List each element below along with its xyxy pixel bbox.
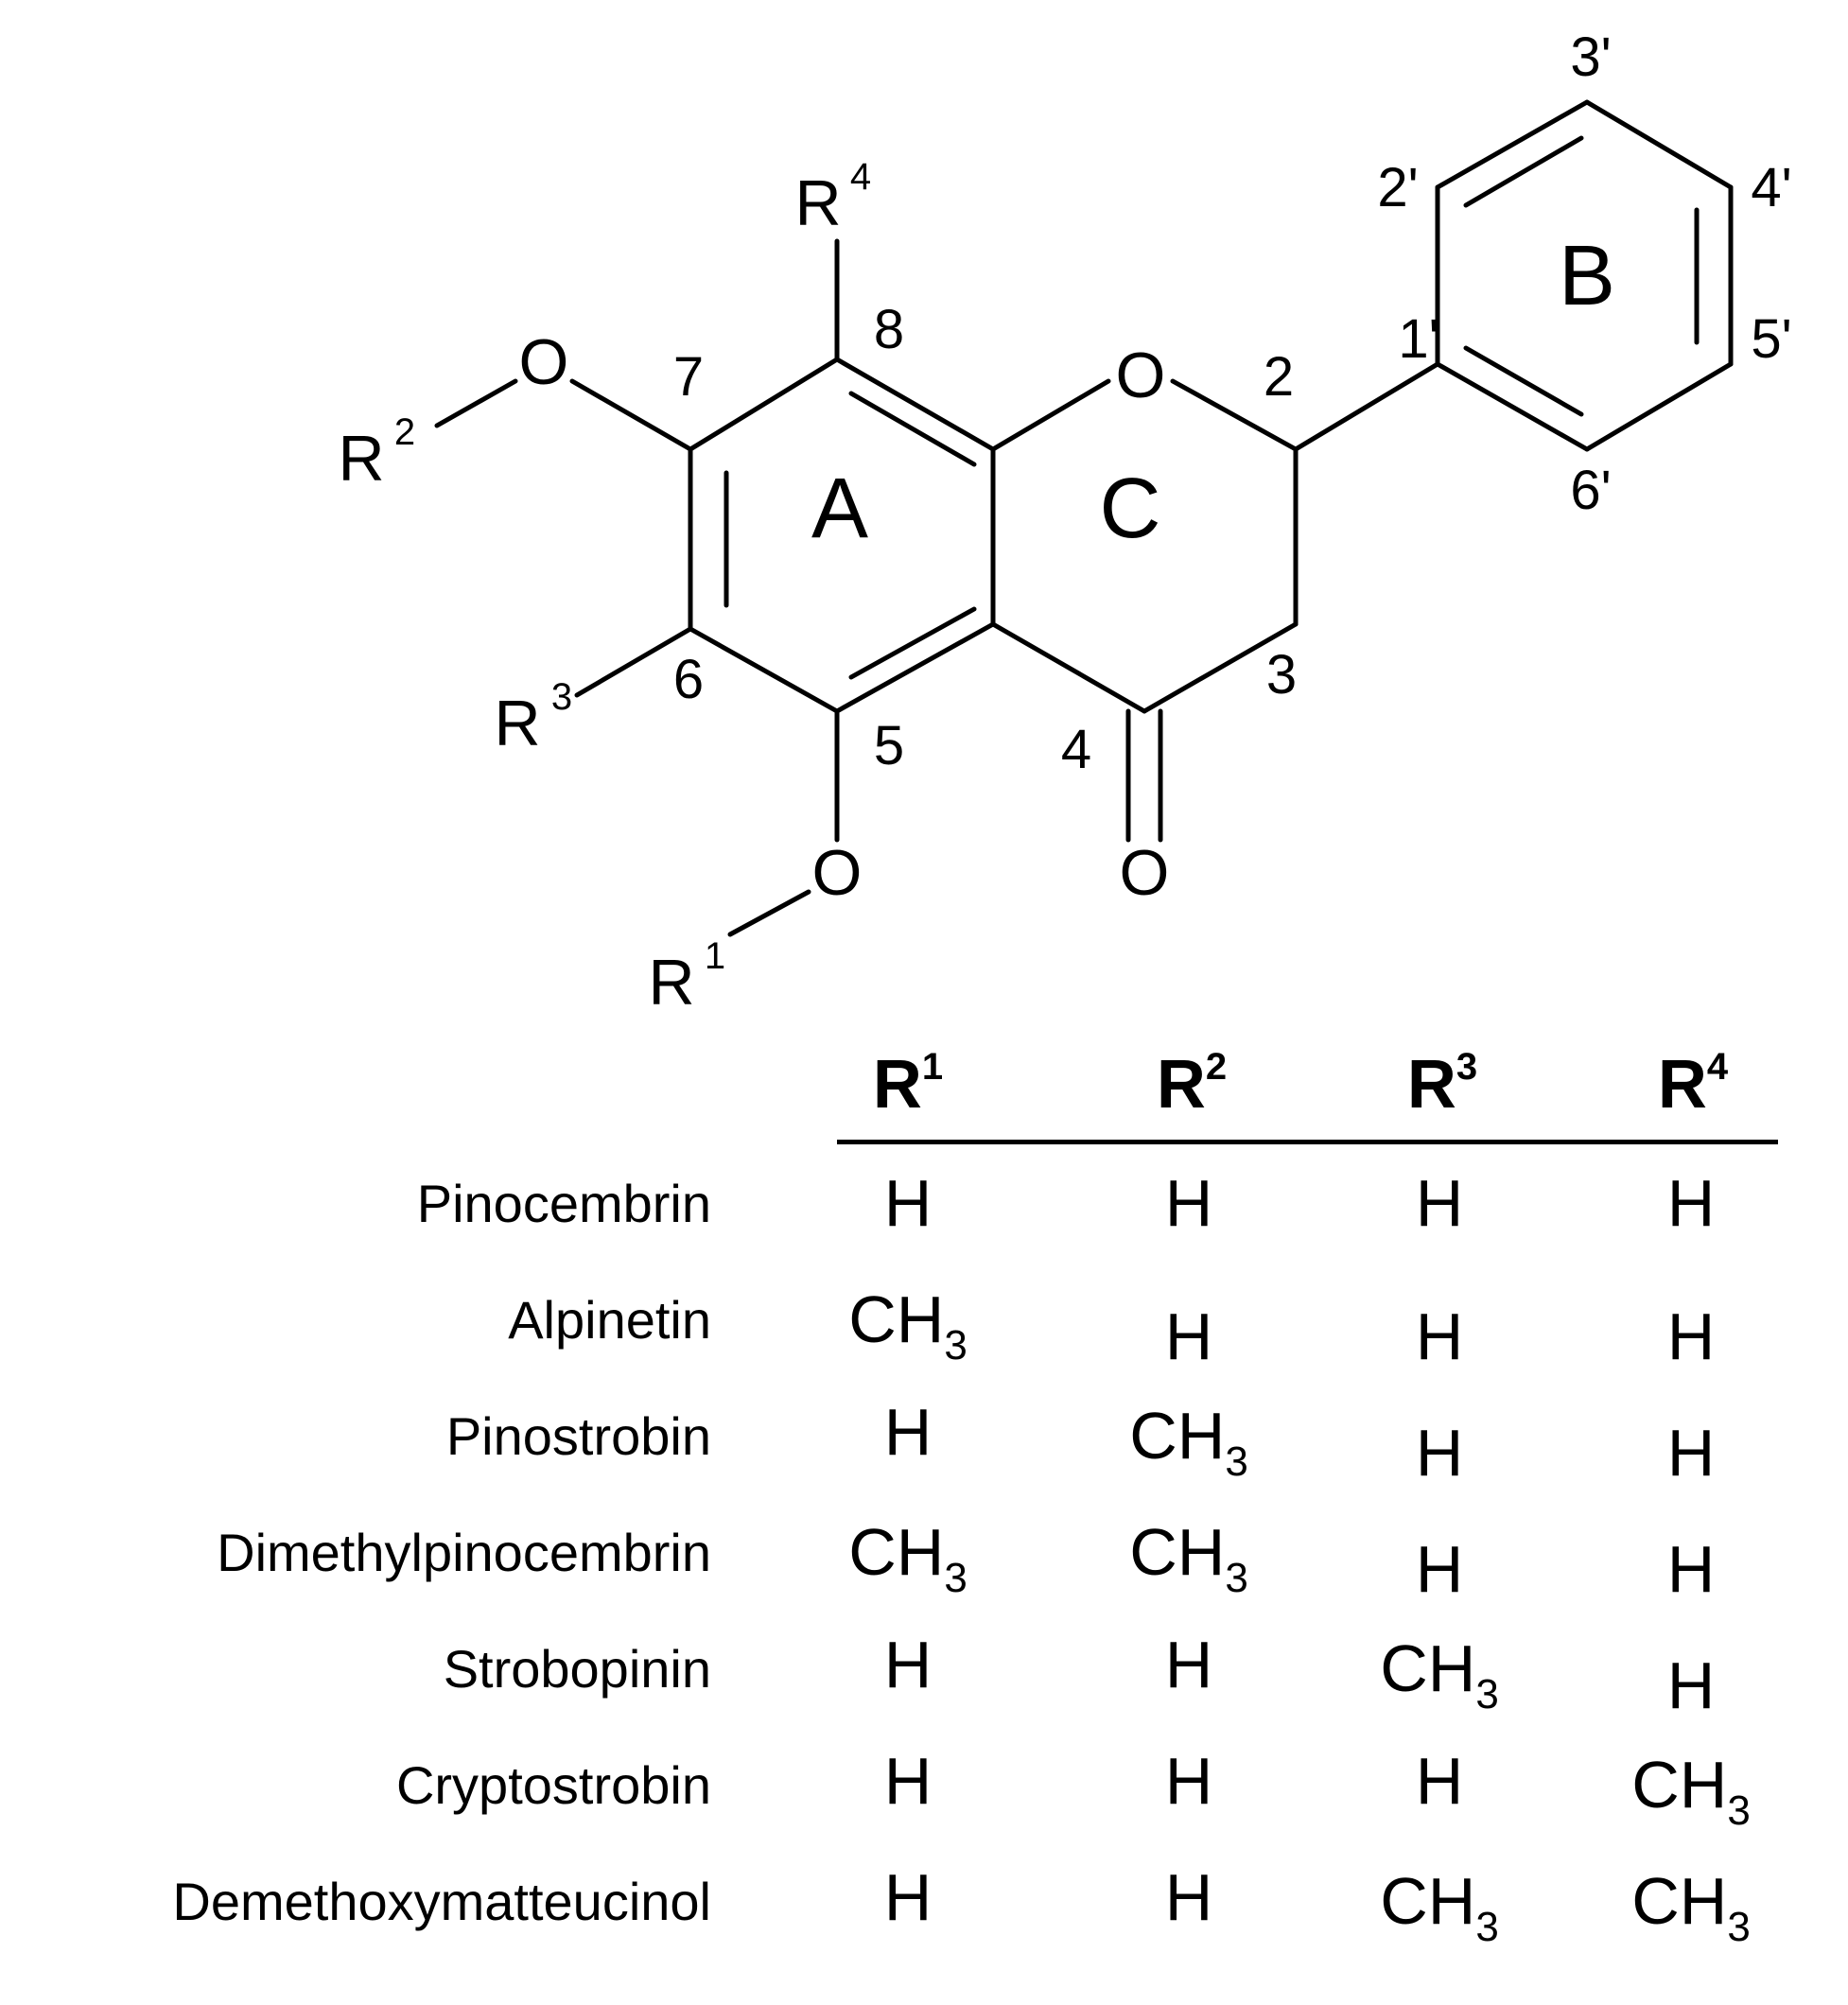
bond-c8a-o1 bbox=[990, 378, 1111, 452]
row-name: Cryptostrobin bbox=[395, 1755, 711, 1815]
header-rule bbox=[837, 1140, 1778, 1144]
cell-r3: H bbox=[1415, 1299, 1464, 1373]
cell-r4: CH3 bbox=[1631, 1748, 1751, 1834]
cell-r4: H bbox=[1666, 1299, 1716, 1373]
bonds bbox=[434, 99, 1734, 937]
position-6: 6 bbox=[673, 649, 704, 710]
cell-r3: H bbox=[1415, 1166, 1464, 1240]
r3-label: R bbox=[494, 688, 540, 759]
ring-b-label: B bbox=[1559, 229, 1615, 323]
bond-c6p-c1p-inner bbox=[1463, 345, 1584, 417]
position-1-prime: 1' bbox=[1398, 308, 1438, 370]
bond-c2p-c3p-inner bbox=[1463, 135, 1584, 208]
position-5-prime: 5' bbox=[1751, 308, 1791, 370]
r4-label: R bbox=[794, 167, 841, 239]
cell-r4: H bbox=[1666, 1416, 1716, 1490]
r1-label: R bbox=[648, 947, 694, 1019]
bond-c6-r3 bbox=[574, 626, 693, 698]
ring-labels: A B C bbox=[811, 229, 1615, 556]
header-r2: R2 bbox=[1156, 1046, 1228, 1123]
header-r3: R3 bbox=[1406, 1046, 1478, 1123]
bond-c6p-c1p bbox=[1435, 361, 1590, 452]
header-r4: R4 bbox=[1657, 1046, 1729, 1123]
atom-o4: O bbox=[1120, 837, 1170, 909]
bond-o5-r1 bbox=[727, 889, 811, 937]
header-r1: R1 bbox=[872, 1046, 944, 1123]
bond-c2p-c3p bbox=[1435, 99, 1590, 190]
row-name: Pinostrobin bbox=[445, 1406, 711, 1466]
cell-r4: H bbox=[1666, 1648, 1716, 1722]
cell-r2: H bbox=[1164, 1744, 1213, 1818]
r1-superscript: 1 bbox=[705, 935, 725, 977]
row-name: Strobopinin bbox=[443, 1639, 711, 1699]
position-8: 8 bbox=[874, 299, 904, 360]
cell-r3: H bbox=[1415, 1744, 1464, 1818]
r4-superscript: 4 bbox=[850, 156, 871, 198]
cell-r1: H bbox=[883, 1166, 933, 1240]
bond-o1-c2 bbox=[1170, 378, 1299, 452]
position-7: 7 bbox=[673, 346, 704, 408]
bond-c8-c8a-inner bbox=[848, 391, 977, 467]
atom-labels: O O O O R 4 R 2 R 3 R 1 bbox=[338, 156, 1169, 1019]
cell-r2: H bbox=[1164, 1860, 1213, 1934]
ring-c-label: C bbox=[1100, 462, 1161, 556]
cell-r4: CH3 bbox=[1631, 1864, 1751, 1950]
r3-superscript: 3 bbox=[551, 676, 572, 718]
cell-r1: CH3 bbox=[848, 1515, 968, 1601]
cell-r2: CH3 bbox=[1129, 1515, 1248, 1601]
cell-r3: H bbox=[1415, 1416, 1464, 1490]
cell-r1: H bbox=[883, 1860, 933, 1934]
r2-label: R bbox=[338, 423, 384, 495]
ring-a-label: A bbox=[811, 462, 868, 556]
cell-r2: H bbox=[1164, 1166, 1213, 1240]
position-4-prime: 4' bbox=[1751, 157, 1791, 218]
cell-r2: H bbox=[1164, 1628, 1213, 1701]
position-numbers: 2 3 4 5 6 7 8 1' 2' 3' 4' 5' 6' bbox=[673, 26, 1792, 780]
bond-c3-c4 bbox=[1142, 621, 1299, 714]
atom-o5: O bbox=[812, 837, 863, 909]
cell-r1: H bbox=[883, 1395, 933, 1469]
cell-r2: H bbox=[1164, 1299, 1213, 1373]
bond-c8-c8a bbox=[834, 357, 996, 452]
cell-r4: H bbox=[1666, 1532, 1716, 1606]
position-2: 2 bbox=[1264, 346, 1294, 408]
bond-c4a-c5 bbox=[834, 621, 996, 714]
bond-c5-c6 bbox=[688, 626, 840, 714]
cell-r1: CH3 bbox=[848, 1282, 968, 1369]
cell-r3: CH3 bbox=[1380, 1864, 1499, 1950]
position-2-prime: 2' bbox=[1377, 157, 1418, 218]
cell-r1: H bbox=[883, 1628, 933, 1701]
row-name: Dimethylpinocembrin bbox=[217, 1523, 711, 1582]
bond-c4a-c5-inner bbox=[848, 606, 977, 680]
atom-o1: O bbox=[1116, 340, 1166, 411]
bond-c2-c1p bbox=[1293, 361, 1440, 452]
cell-r4: H bbox=[1666, 1166, 1716, 1240]
position-6-prime: 6' bbox=[1570, 460, 1611, 521]
bond-o7-r2 bbox=[434, 378, 518, 428]
position-4: 4 bbox=[1061, 719, 1091, 780]
cell-r3: CH3 bbox=[1380, 1631, 1499, 1717]
position-3-prime: 3' bbox=[1570, 26, 1611, 88]
cell-r2: CH3 bbox=[1129, 1399, 1248, 1485]
bond-c7-o bbox=[569, 378, 693, 452]
bond-c5p-c6p bbox=[1584, 361, 1734, 452]
cell-r3: H bbox=[1415, 1532, 1464, 1606]
row-name: Demethoxymatteucinol bbox=[172, 1872, 711, 1931]
cell-r1: H bbox=[883, 1744, 933, 1818]
bond-c3p-c4p bbox=[1584, 99, 1734, 190]
position-3: 3 bbox=[1266, 644, 1297, 706]
atom-o7: O bbox=[519, 326, 569, 398]
row-name: Pinocembrin bbox=[416, 1174, 711, 1233]
bond-c7-c8 bbox=[688, 357, 840, 452]
r2-superscript: 2 bbox=[394, 411, 415, 453]
position-5: 5 bbox=[874, 715, 904, 776]
flavanone-structure: O O O O R 4 R 2 R 3 R 1 2 3 4 5 6 7 8 1'… bbox=[338, 26, 1792, 1019]
bond-c4-c4a bbox=[990, 621, 1147, 714]
row-name: Alpinetin bbox=[508, 1290, 711, 1350]
